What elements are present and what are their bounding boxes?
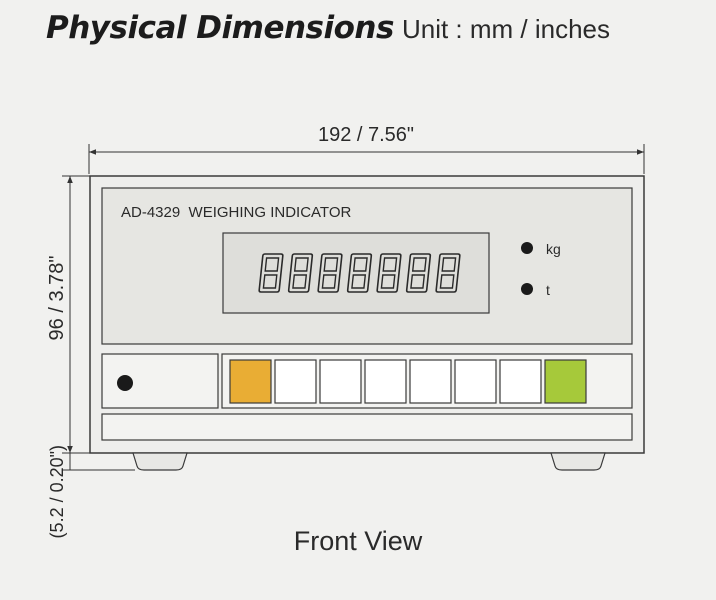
height-dimension-label: 96 / 3.78"	[46, 256, 68, 341]
model-label: AD-4329 WEIGHING INDICATOR	[121, 204, 351, 221]
t-indicator-icon	[521, 283, 533, 295]
width-dimension: 192 / 7.56"	[88, 124, 645, 174]
indicator-device: AD-4329 WEIGHING INDICATOR kg t	[89, 175, 645, 471]
keypad-key	[274, 359, 317, 404]
keypad-key	[409, 359, 452, 404]
display-digit	[346, 253, 373, 293]
t-unit-label: t	[546, 282, 550, 298]
keypad-key	[319, 359, 362, 404]
height-dimension: 96 / 3.78" (5.2 / 0.20")	[46, 175, 135, 538]
title-row: Physical Dimensions Unit : mm / inches	[46, 10, 610, 46]
keypad-key	[499, 359, 542, 404]
display-digit	[435, 253, 461, 293]
keypad-keys	[229, 359, 587, 404]
left-foot	[132, 452, 188, 471]
seven-segment-digits	[258, 253, 461, 293]
display-digit	[287, 253, 314, 293]
unit-label: Unit : mm / inches	[401, 14, 611, 44]
page-title: Physical Dimensions	[46, 10, 394, 46]
display-digit	[258, 253, 284, 293]
power-indicator-icon	[117, 375, 133, 391]
bottom-strip	[101, 413, 633, 441]
foot-dimension-label: (5.2 / 0.20")	[47, 445, 67, 538]
width-dimension-label: 192 / 7.56"	[318, 124, 414, 146]
keypad-key	[454, 359, 497, 404]
weight-display-window	[222, 232, 490, 314]
keypad-key	[229, 359, 272, 404]
kg-unit-label: kg	[546, 241, 561, 257]
keypad-key	[544, 359, 587, 404]
display-digit	[405, 253, 432, 293]
right-foot	[550, 452, 606, 471]
keypad-key	[364, 359, 407, 404]
display-digit	[376, 253, 402, 293]
front-view-caption: Front View	[293, 526, 423, 556]
display-digit	[317, 253, 343, 293]
kg-indicator-icon	[521, 242, 533, 254]
